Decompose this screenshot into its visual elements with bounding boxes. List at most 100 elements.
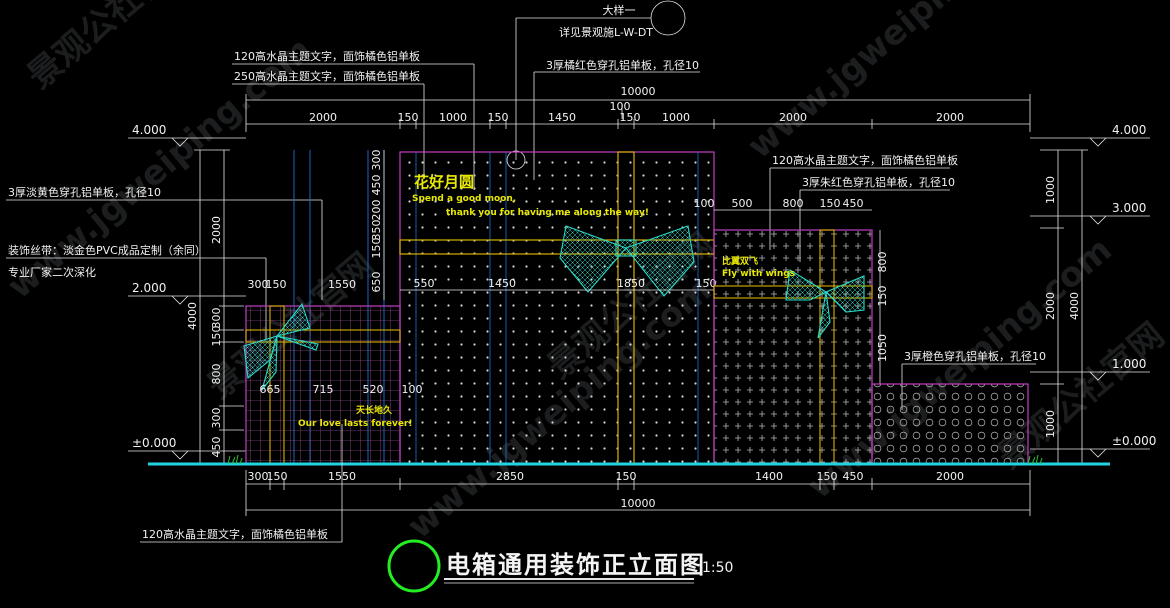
ground bbox=[148, 454, 1110, 466]
dim-right-s2: 2000 bbox=[1044, 292, 1057, 320]
level-right-3: 3.000 bbox=[1112, 201, 1146, 215]
note-top-1: 120高水晶主题文字，面饰橘色铝单板 bbox=[234, 49, 420, 63]
dim-top-7: 1000 bbox=[662, 111, 690, 124]
dim-left-s4: 300 bbox=[210, 408, 223, 429]
note-bottom: 120高水晶主题文字，面饰橘色铝单板 bbox=[142, 527, 328, 541]
dim-bot-8: 450 bbox=[843, 470, 864, 483]
dim-bot-2: 150 bbox=[267, 470, 288, 483]
note-top-3: 3厚橘红色穿孔铝单板，孔径10 bbox=[546, 58, 699, 72]
dim-top-total: 10000 bbox=[621, 85, 656, 98]
dim-box-large-h3: 1850 bbox=[617, 277, 645, 290]
dim-box-large-v4: 350 bbox=[370, 220, 383, 241]
dim-box-large-v1: 300 bbox=[370, 150, 383, 171]
dim-box-large-h4: 150 bbox=[696, 277, 717, 290]
box-right-cn: 比翼双飞 bbox=[722, 255, 758, 267]
note-right-3: 3厚橙色穿孔铝单板，孔径10 bbox=[904, 349, 1046, 363]
dim-box-left-i2: 715 bbox=[313, 383, 334, 396]
dim-box-right-v1: 800 bbox=[876, 252, 889, 273]
level-right-top: 4.000 bbox=[1112, 123, 1146, 137]
gift-box-large bbox=[399, 151, 715, 465]
dim-right-s3: 1000 bbox=[1044, 410, 1057, 438]
dim-box-right-h1: 100 bbox=[694, 197, 715, 210]
dim-top-1: 2000 bbox=[309, 111, 337, 124]
level-left-mid: 2.000 bbox=[132, 281, 166, 295]
title-block bbox=[387, 539, 694, 593]
box-right-en: Fly with wings bbox=[722, 269, 795, 279]
dim-box-left-i3: 520 bbox=[363, 383, 384, 396]
dim-left-s2: 150 bbox=[210, 326, 223, 347]
dim-box-large-v2: 450 bbox=[370, 175, 383, 196]
dim-bot-6: 1400 bbox=[755, 470, 783, 483]
dim-left-outer: 4000 bbox=[186, 302, 199, 330]
dim-box-right-h3: 800 bbox=[783, 197, 804, 210]
watermark-text: www.jgweiping.com bbox=[740, 0, 1059, 167]
right-level-markers bbox=[1030, 137, 1150, 458]
level-left-base: ±0.000 bbox=[132, 436, 176, 450]
box-right-dim-lines bbox=[714, 209, 881, 384]
dim-box-left-i1: 665 bbox=[260, 383, 281, 396]
note-left-2: 装饰丝带：淡金色PVC成品定制（余同） bbox=[8, 243, 206, 257]
dim-right-s1: 1000 bbox=[1044, 176, 1057, 204]
box-large-en2: thank you for having me along the way! bbox=[446, 208, 649, 218]
dim-left-s1: 300 bbox=[210, 308, 223, 329]
note-left-1: 3厚淡黄色穿孔铝单板，孔径10 bbox=[8, 185, 161, 199]
note-left-3: 专业厂家二次深化 bbox=[8, 265, 96, 279]
dim-box-right-h5: 450 bbox=[843, 197, 864, 210]
dim-top-5: 1450 bbox=[548, 111, 576, 124]
dim-box-left-i4: 100 bbox=[402, 383, 423, 396]
dim-box-right-v2: 150 bbox=[876, 286, 889, 307]
dim-top-8: 2000 bbox=[779, 111, 807, 124]
box-left-cn: 天长地久 bbox=[356, 404, 393, 416]
box-large-en1: Spend a good moon, bbox=[412, 194, 516, 204]
watermark-text: 景观公社官网 bbox=[20, 0, 202, 97]
box-left-en: Our love lasts forever! bbox=[298, 419, 412, 429]
note-top-2: 250高水晶主题文字，面饰橘色铝单板 bbox=[234, 69, 420, 83]
dim-left-upper: 2000 bbox=[210, 216, 223, 244]
dim-top-3: 1000 bbox=[439, 111, 467, 124]
dim-left-s5: 450 bbox=[210, 437, 223, 458]
gift-box-far-right bbox=[871, 383, 1029, 465]
dim-left-s3: 800 bbox=[210, 364, 223, 385]
dim-right-outer: 4000 bbox=[1068, 292, 1081, 320]
dim-bot-7: 150 bbox=[817, 470, 838, 483]
level-right-1: 1.000 bbox=[1112, 357, 1146, 371]
level-left-top: 4.000 bbox=[132, 123, 166, 137]
dim-top-2: 150 bbox=[398, 111, 419, 124]
dim-box-large-h1: 550 bbox=[414, 277, 435, 290]
detail-callout bbox=[506, 0, 686, 170]
dim-bot-5: 150 bbox=[616, 470, 637, 483]
dim-box-left-h3: 1550 bbox=[328, 278, 356, 291]
box-large-cn: 花好月圆 bbox=[414, 173, 474, 191]
detail-label: 大样一 bbox=[603, 3, 636, 17]
bottom-dimension-lines bbox=[245, 470, 1031, 516]
dim-box-right-v3: 1050 bbox=[876, 334, 889, 362]
dim-top-4: 150 bbox=[488, 111, 509, 124]
dim-bot-9: 2000 bbox=[936, 470, 964, 483]
dim-bot-1: 300 bbox=[248, 470, 269, 483]
dim-box-large-v3: 200 bbox=[370, 200, 383, 221]
dim-box-large-h2: 1450 bbox=[488, 277, 516, 290]
dim-top-small: 100 bbox=[610, 100, 631, 113]
note-right-2: 3厚朱红色穿孔铝单板，孔径10 bbox=[802, 175, 955, 189]
top-dimension-lines bbox=[245, 94, 1031, 132]
dim-box-left-h1: 300 bbox=[248, 278, 269, 291]
dim-top-9: 2000 bbox=[936, 111, 964, 124]
dim-bot-4: 2850 bbox=[496, 470, 524, 483]
left-level-markers bbox=[128, 137, 246, 460]
drawing-scale: 1:50 bbox=[702, 560, 733, 576]
detail-ref: 详见景观施L-W-DT bbox=[559, 25, 653, 39]
drawing-title: 电箱通用装饰正立面图 bbox=[446, 551, 706, 579]
dim-bot-total: 10000 bbox=[621, 497, 656, 510]
dim-box-right-h4: 150 bbox=[820, 197, 841, 210]
dim-top-6: 150 bbox=[620, 111, 641, 124]
dim-box-large-v5: 150 bbox=[370, 238, 383, 259]
dim-box-right-h2: 500 bbox=[732, 197, 753, 210]
dim-box-large-v6: 650 bbox=[370, 272, 383, 293]
bottom-note-leader bbox=[140, 424, 343, 543]
dim-box-left-h2: 150 bbox=[266, 278, 287, 291]
top-note-leaders bbox=[232, 63, 700, 190]
level-right-base: ±0.000 bbox=[1112, 434, 1156, 448]
note-right-1: 120高水晶主题文字，面饰橘色铝单板 bbox=[772, 153, 958, 167]
